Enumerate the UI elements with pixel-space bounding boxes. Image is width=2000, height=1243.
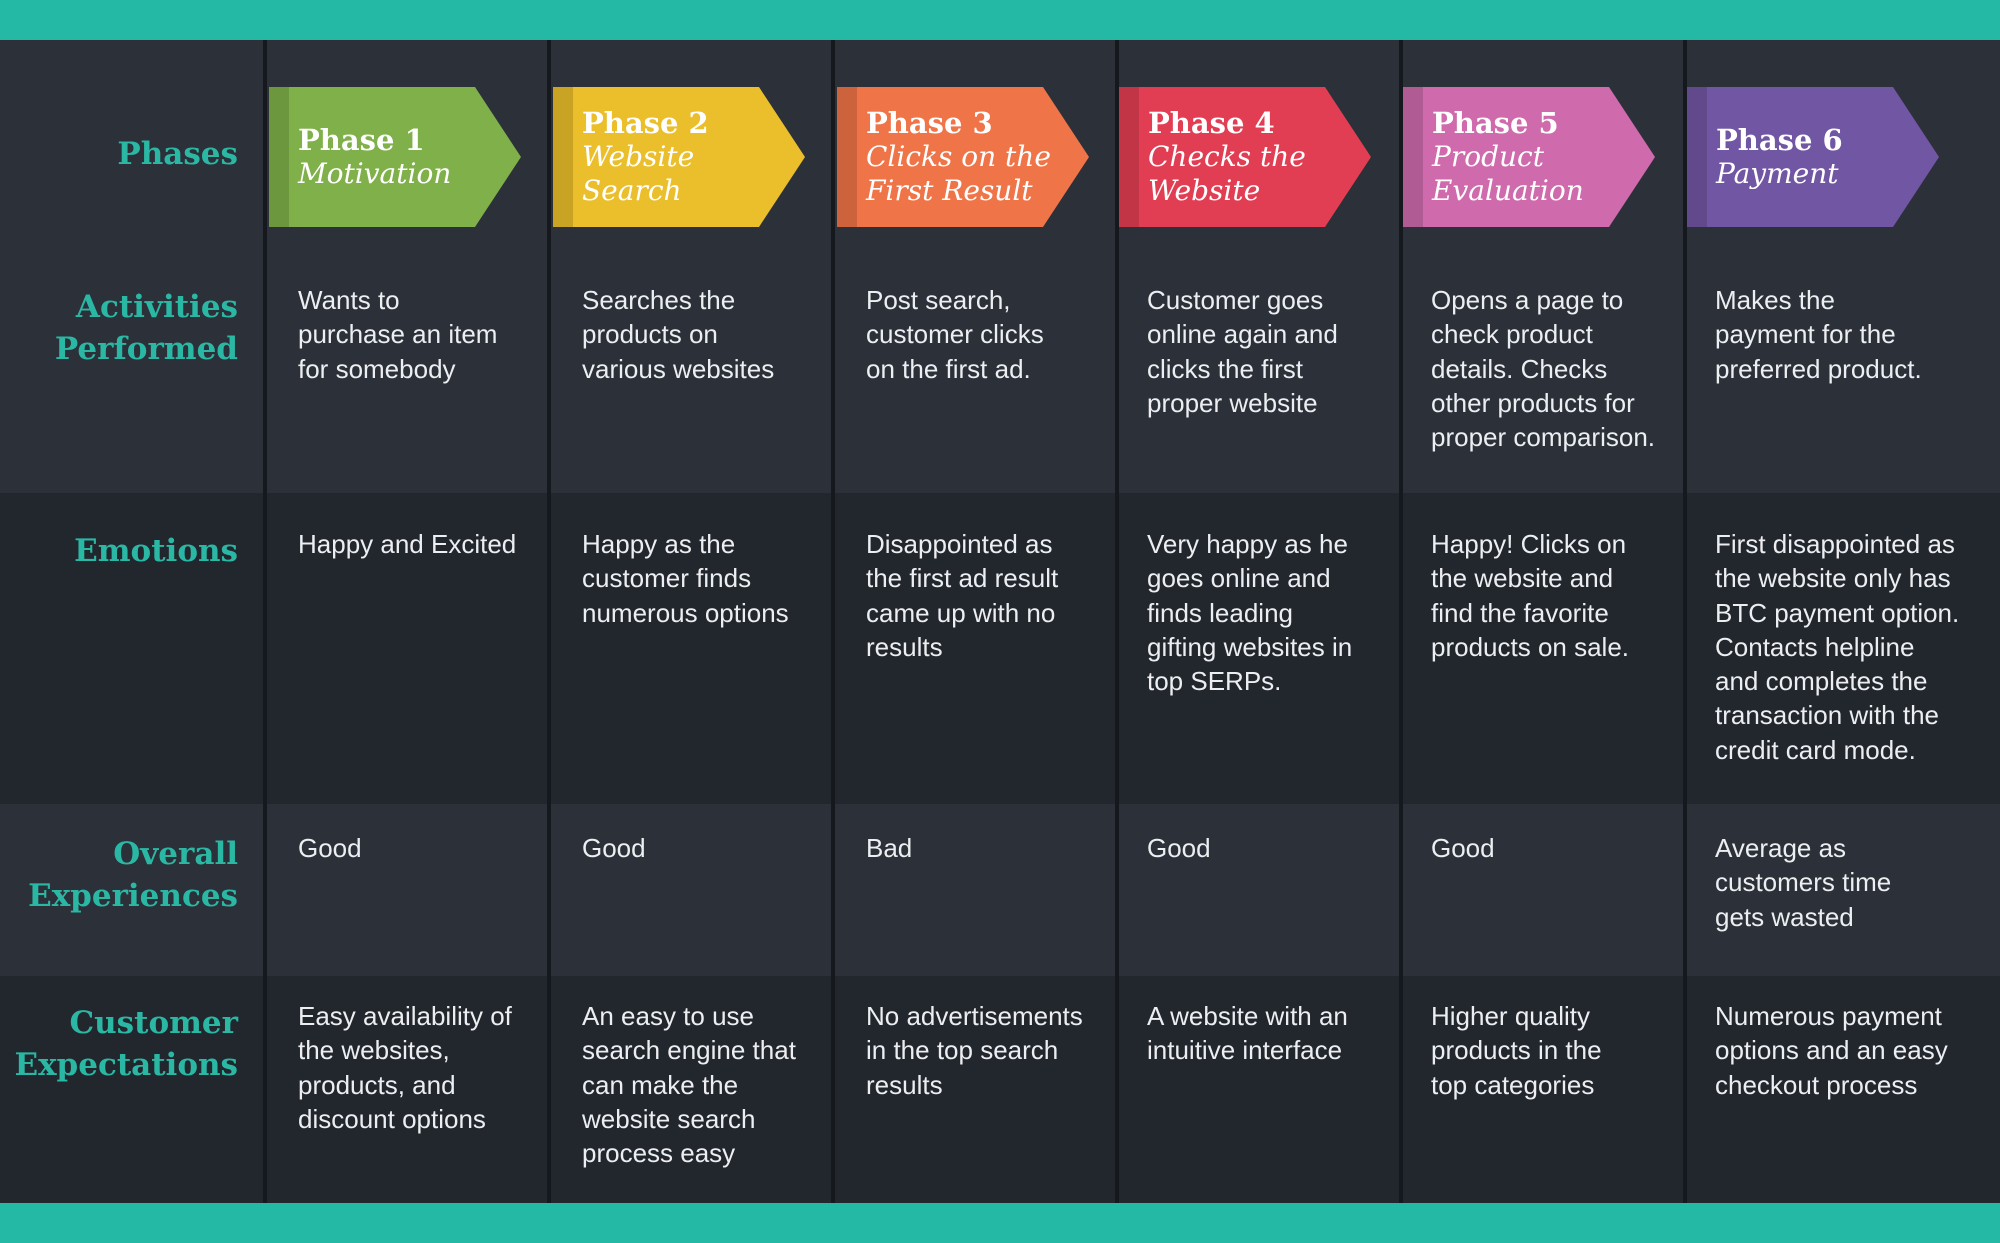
- phase-arrow-stripe: [1687, 87, 1707, 227]
- phase-number: Phase 4: [1148, 106, 1275, 140]
- column-divider: [1115, 40, 1119, 1203]
- cell-experience: Good: [582, 833, 646, 863]
- cell-emotions: Very happy as he goes online and finds l…: [1147, 529, 1353, 697]
- phase-name: Product Evaluation: [1432, 140, 1584, 207]
- cell-activities: Post search, customer clicks on the firs…: [866, 285, 1044, 384]
- row-bg-experiences: [0, 804, 2000, 976]
- cell-activities: Searches the products on various website…: [582, 285, 775, 384]
- phase-number: Phase 5: [1432, 106, 1559, 140]
- cell-emotions: Happy! Clicks on the website and find th…: [1431, 529, 1630, 662]
- phase-number: Phase 2: [582, 106, 709, 140]
- phase-name: Checks the Website: [1148, 140, 1306, 207]
- cell-experience: Good: [1147, 833, 1211, 863]
- cell-expectations: Higher quality products in the top categ…: [1431, 1001, 1602, 1100]
- top-band: [0, 0, 2000, 40]
- row-label-phases: Phases: [117, 136, 238, 172]
- row-label-emotions: Emotions: [74, 533, 238, 569]
- column-divider: [263, 40, 267, 1203]
- cell-emotions: Happy and Excited: [298, 529, 517, 559]
- cell-activities: Opens a page to check product details. C…: [1431, 285, 1655, 453]
- cell-expectations: An easy to use search engine that can ma…: [582, 1001, 796, 1169]
- phase-arrow-stripe: [1119, 87, 1139, 227]
- phase-arrow-stripe: [837, 87, 857, 227]
- phase-arrow-stripe: [1403, 87, 1423, 227]
- phase-number: Phase 1: [298, 123, 425, 157]
- row-bg-emotions: [0, 493, 2000, 804]
- cell-activities: Makes the payment for the preferred prod…: [1715, 285, 1922, 384]
- cell-experience: Average as customers time gets wasted: [1715, 833, 1892, 932]
- phase-name: Motivation: [298, 157, 452, 190]
- cell-emotions: Disappointed as the first ad result came…: [866, 529, 1059, 662]
- cell-expectations: A website with an intuitive interface: [1147, 1001, 1348, 1066]
- phase-number: Phase 3: [866, 106, 993, 140]
- phase-name: Payment: [1716, 157, 1839, 190]
- cell-expectations: No advertisements in the top search resu…: [866, 1001, 1083, 1100]
- cell-experience: Good: [298, 833, 362, 863]
- cell-activities: Customer goes online again and clicks th…: [1147, 285, 1338, 418]
- row-label-expectations: Customer Expectations: [14, 1005, 238, 1083]
- phase-number: Phase 6: [1716, 123, 1843, 157]
- phase-name: Clicks on the First Result: [866, 140, 1051, 207]
- bottom-band: [0, 1203, 2000, 1243]
- cell-activities: Wants to purchase an item for somebody: [298, 285, 498, 384]
- cell-experience: Bad: [866, 833, 913, 863]
- column-divider: [831, 40, 835, 1203]
- phase-name: Website Search: [582, 140, 695, 207]
- row-bg-expectations: [0, 976, 2000, 1203]
- cell-expectations: Numerous payment options and an easy che…: [1715, 1001, 1948, 1100]
- cell-experience: Good: [1431, 833, 1495, 863]
- cell-emotions: First disappointed as the website only h…: [1715, 529, 1960, 765]
- column-divider: [1399, 40, 1403, 1203]
- phase-arrow-stripe: [269, 87, 289, 227]
- column-divider: [547, 40, 551, 1203]
- phase-arrow-stripe: [553, 87, 573, 227]
- row-label-experiences: Overall Experiences: [28, 836, 238, 914]
- row-label-activities: Activities Performed: [54, 289, 238, 367]
- cell-emotions: Happy as the customer finds numerous opt…: [582, 529, 789, 628]
- column-divider: [1683, 40, 1687, 1203]
- cell-expectations: Easy availability of the websites, produ…: [298, 1001, 512, 1134]
